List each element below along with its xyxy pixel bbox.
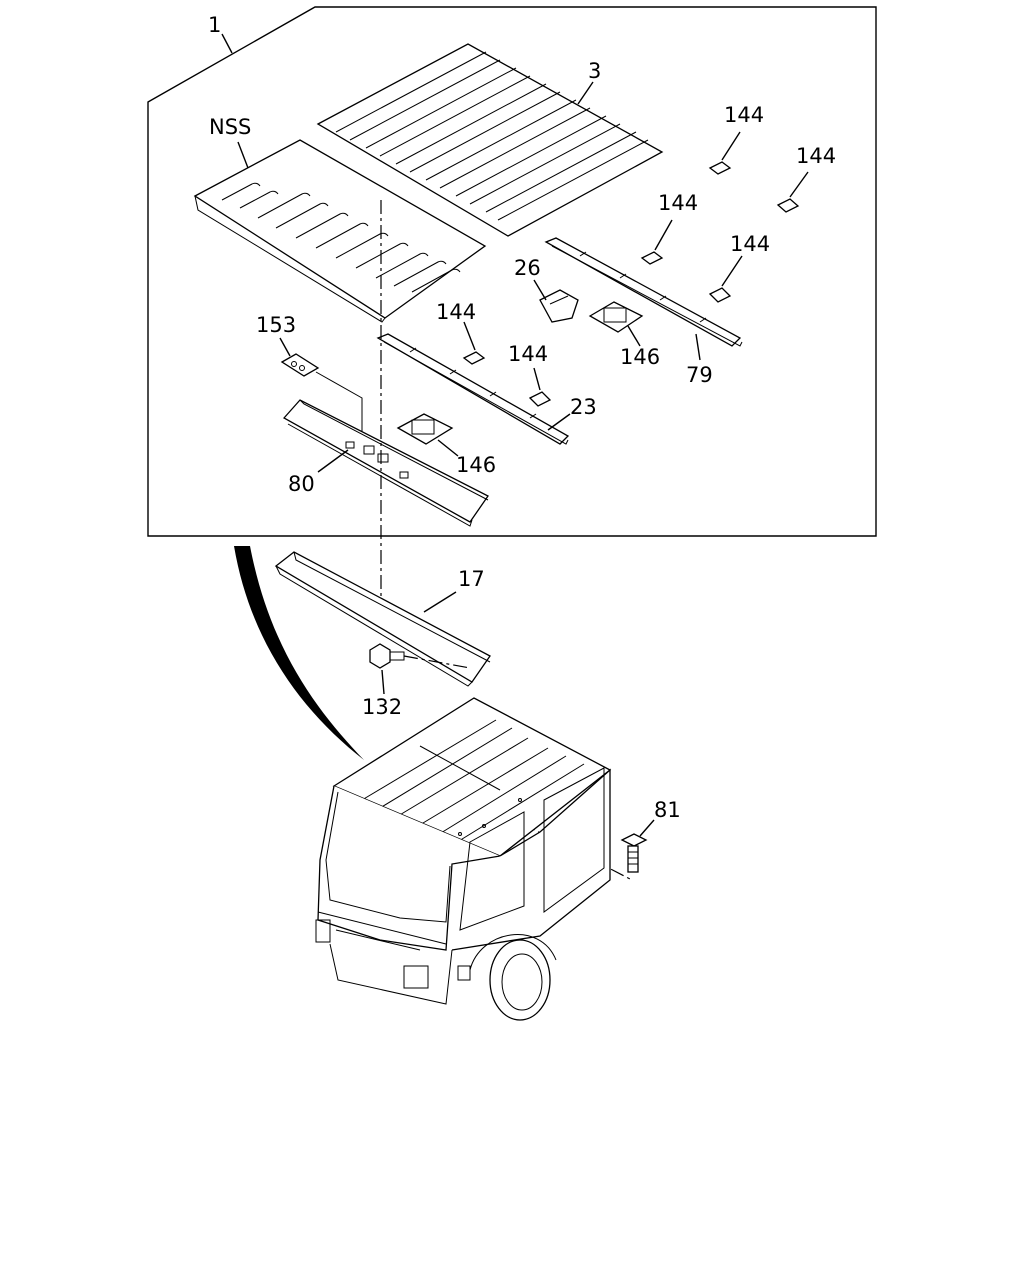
assembly-arrow <box>234 546 364 760</box>
assembly-frame <box>147 6 877 537</box>
bracket-144-c <box>640 219 673 265</box>
truck-cab <box>315 697 612 1021</box>
callout-3: 3 <box>588 59 601 83</box>
callout-144-d: 144 <box>730 232 770 256</box>
bracket-144-f <box>528 367 552 407</box>
bracket-144-e <box>462 321 486 365</box>
leader-1 <box>221 33 233 54</box>
roof-rail-23 <box>376 333 571 445</box>
leader-3 <box>577 81 594 105</box>
roof-rail-79 <box>544 237 743 361</box>
callout-144-c: 144 <box>658 191 698 215</box>
callout-144-b: 144 <box>796 144 836 168</box>
callout-81: 81 <box>654 798 681 822</box>
callout-144-a: 144 <box>724 103 764 127</box>
bracket-144-b <box>776 171 809 213</box>
plate-153 <box>279 337 363 444</box>
callout-1: 1 <box>208 13 221 37</box>
callout-labels: 1 3 NSS 144 144 144 144 26 144 153 146 1… <box>208 13 836 822</box>
bracket-144-a <box>708 131 741 175</box>
roof-panel-3 <box>316 43 664 237</box>
leader-nss <box>237 141 249 169</box>
bracket-26 <box>533 279 579 323</box>
callout-26: 26 <box>514 256 541 280</box>
bracket-144-d <box>708 255 743 303</box>
callout-17: 17 <box>458 567 485 591</box>
bolt-81 <box>499 811 655 881</box>
header-panel-17 <box>274 551 491 687</box>
callout-146-b: 146 <box>456 453 496 477</box>
callout-144-f: 144 <box>508 342 548 366</box>
callout-144-e: 144 <box>436 300 476 324</box>
callout-80: 80 <box>288 472 315 496</box>
clip-146-lower <box>396 413 459 457</box>
bolt-132 <box>369 643 471 695</box>
callout-79: 79 <box>686 363 713 387</box>
clip-146-upper <box>588 301 644 347</box>
callout-132: 132 <box>362 695 402 719</box>
callout-153: 153 <box>256 313 296 337</box>
callout-nss: NSS <box>209 115 251 139</box>
cross-member-80 <box>282 399 489 527</box>
callout-146-a: 146 <box>620 345 660 369</box>
callout-23: 23 <box>570 395 597 419</box>
roof-panel-nss <box>193 139 487 323</box>
